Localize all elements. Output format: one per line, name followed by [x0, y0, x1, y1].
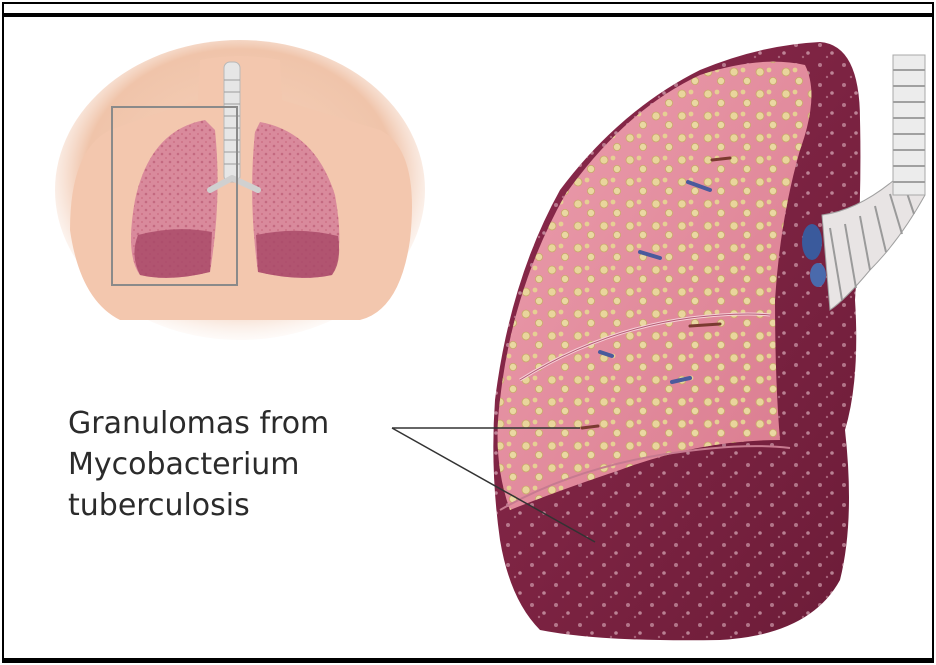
torso-inset: [55, 40, 425, 340]
caption-line-2: Mycobacterium: [68, 445, 300, 485]
caption-line-1: Granulomas from: [68, 404, 329, 444]
caption-line-3: tuberculosis: [68, 486, 250, 526]
